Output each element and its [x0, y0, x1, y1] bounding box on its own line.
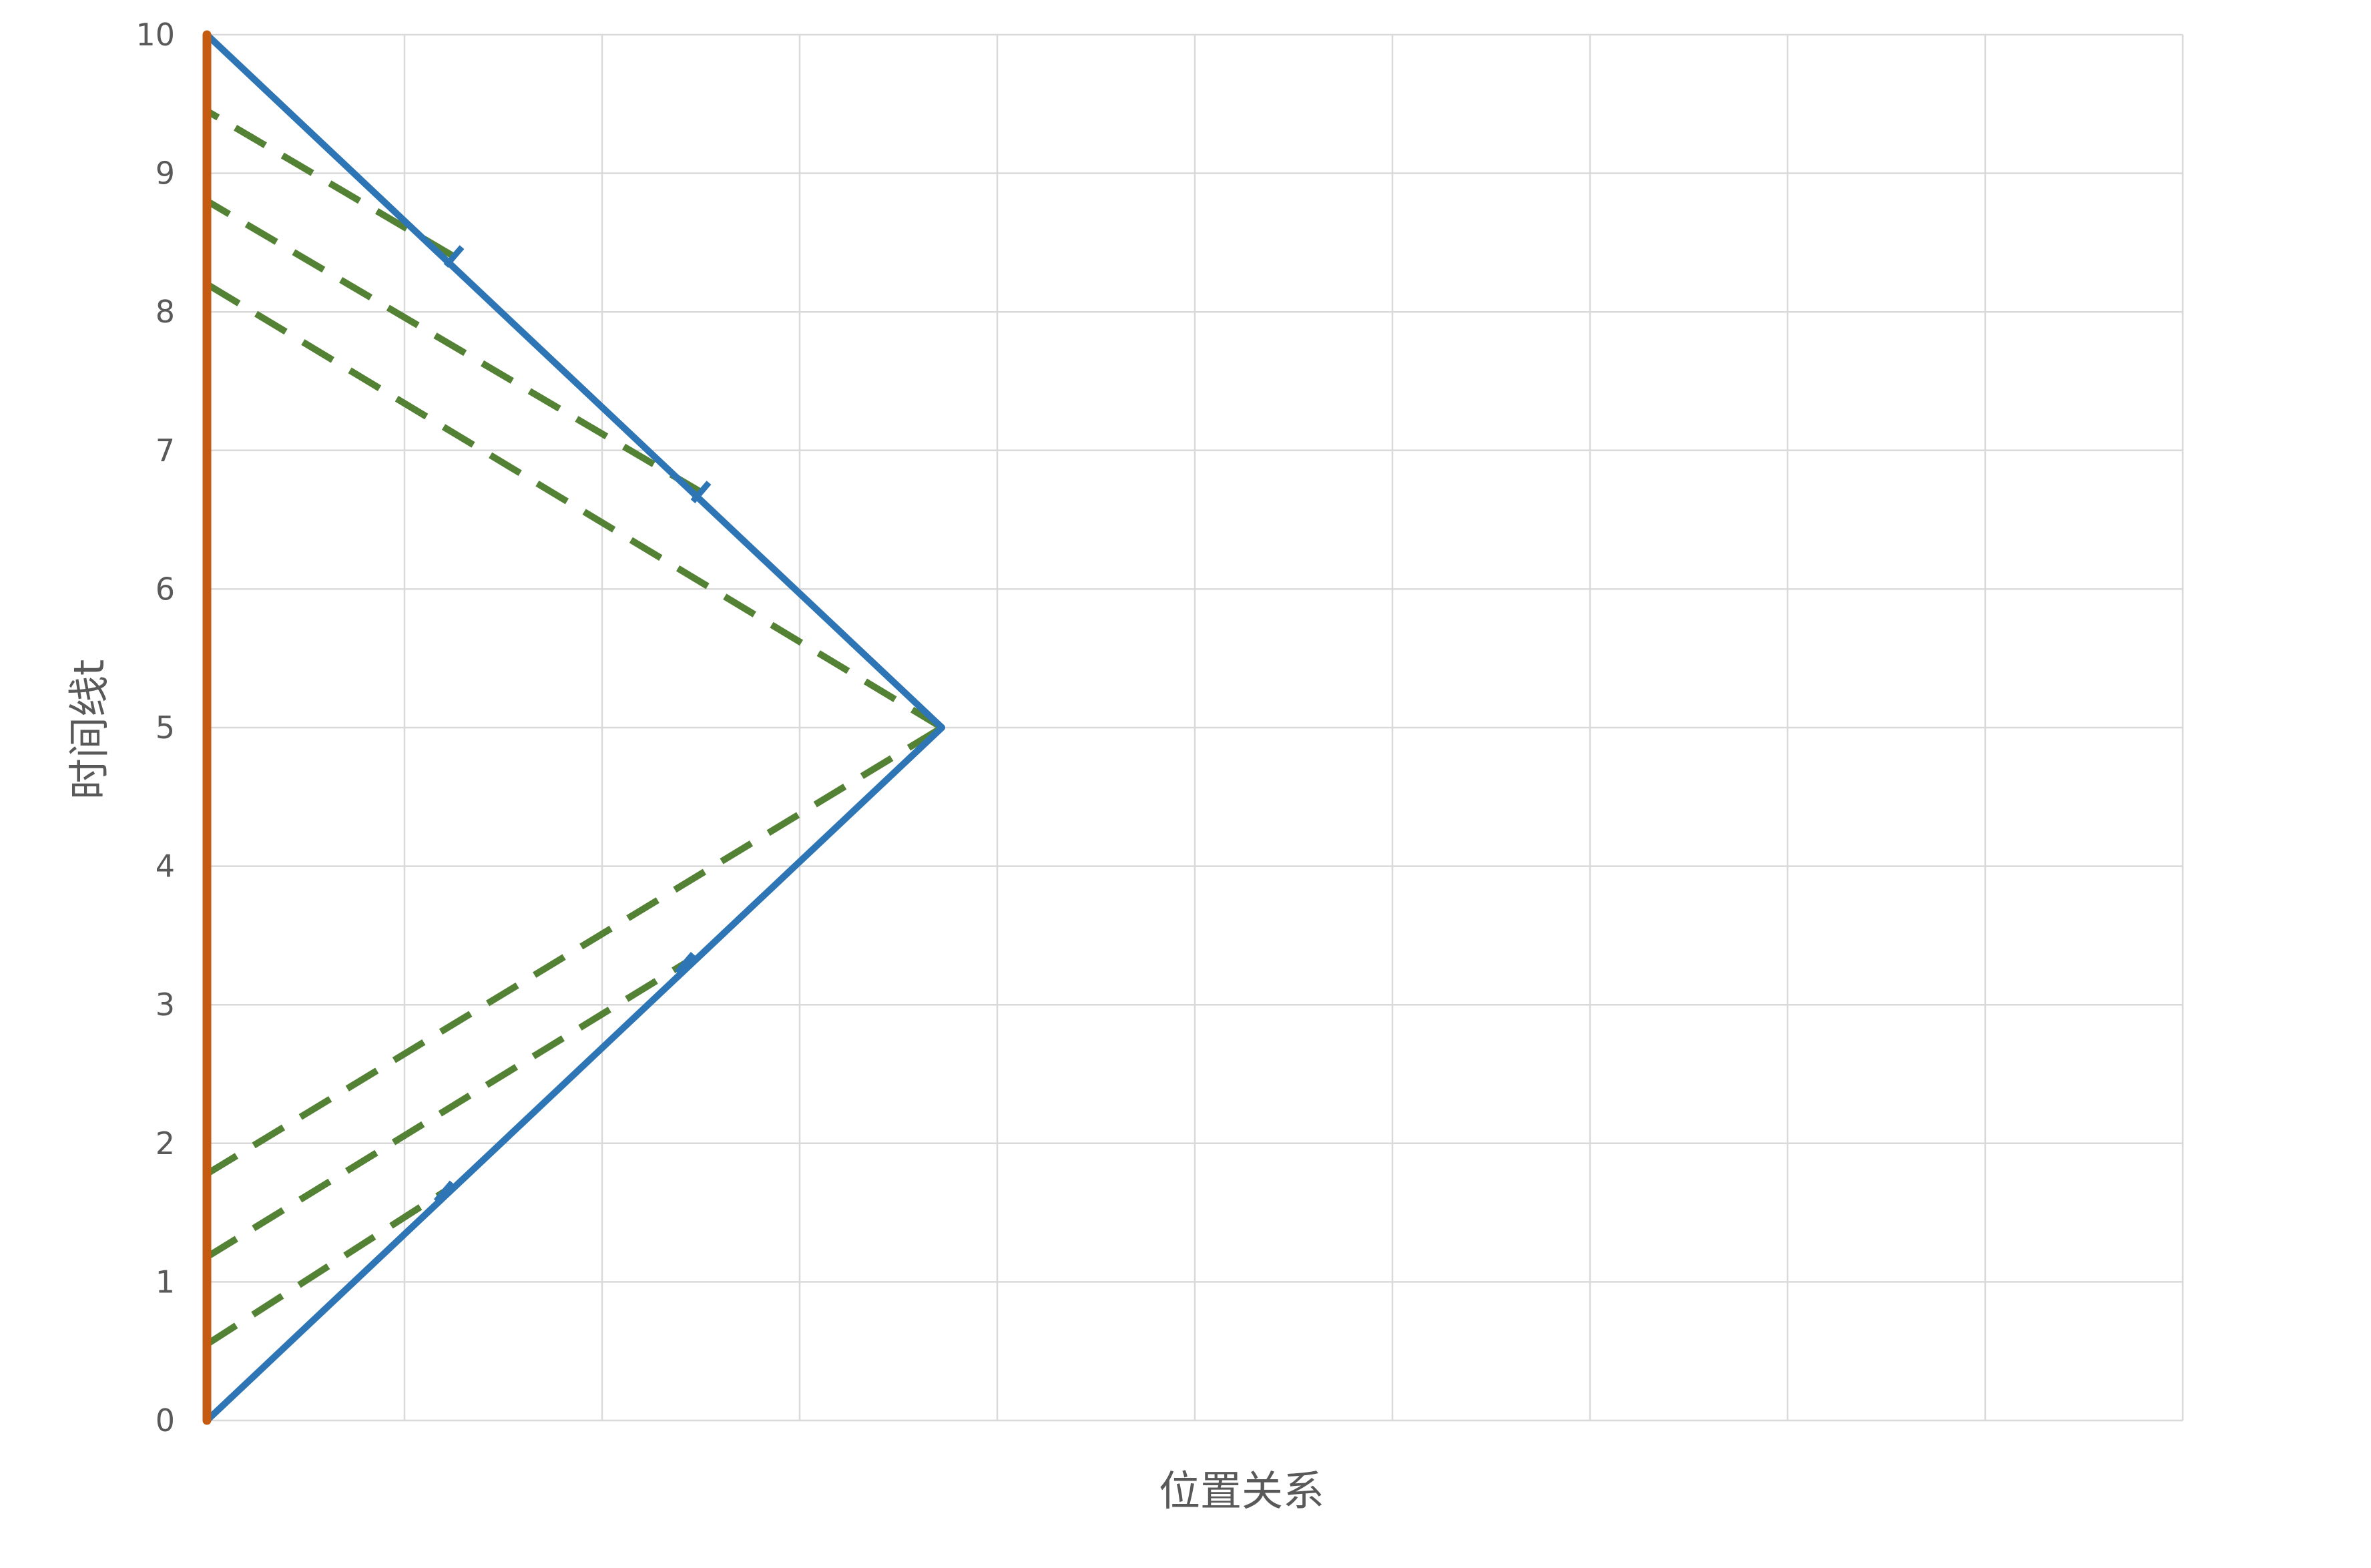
y-tick-label: 9 [156, 156, 175, 192]
y-tick-label: 6 [156, 571, 175, 607]
grid [206, 33, 2184, 1422]
markers [433, 245, 712, 1204]
dashed-series-line [205, 198, 703, 495]
y-tick-label: 2 [156, 1125, 175, 1161]
y-tick-label: 10 [136, 17, 175, 53]
dashed-series-line [205, 960, 687, 1260]
plot-area [202, 30, 946, 1425]
series-line [204, 31, 946, 1424]
y-tick-label: 1 [156, 1264, 175, 1300]
y-tick-label: 8 [156, 294, 175, 330]
data-point-marker [443, 245, 465, 268]
dashed-series-line [205, 107, 456, 260]
dashed-series-line [205, 1189, 446, 1348]
y-axis-title: 时间线t [65, 660, 113, 800]
y-tick-label: 7 [156, 433, 175, 469]
data-point-marker [674, 951, 696, 975]
data-point-marker [690, 481, 712, 504]
dashed-series-line [205, 281, 944, 731]
y-tick-label: 5 [156, 710, 175, 746]
y-axis-ticks: 0 1 2 3 4 5 6 7 8 9 10 [136, 17, 175, 1439]
y-tick-label: 4 [156, 848, 175, 884]
y-tick-label: 0 [156, 1402, 175, 1439]
x-axis-title: 位置关系 [1159, 1467, 1324, 1515]
data-point-marker [433, 1180, 455, 1204]
y-tick-label: 3 [156, 987, 175, 1023]
dashed-series-line [205, 724, 944, 1177]
